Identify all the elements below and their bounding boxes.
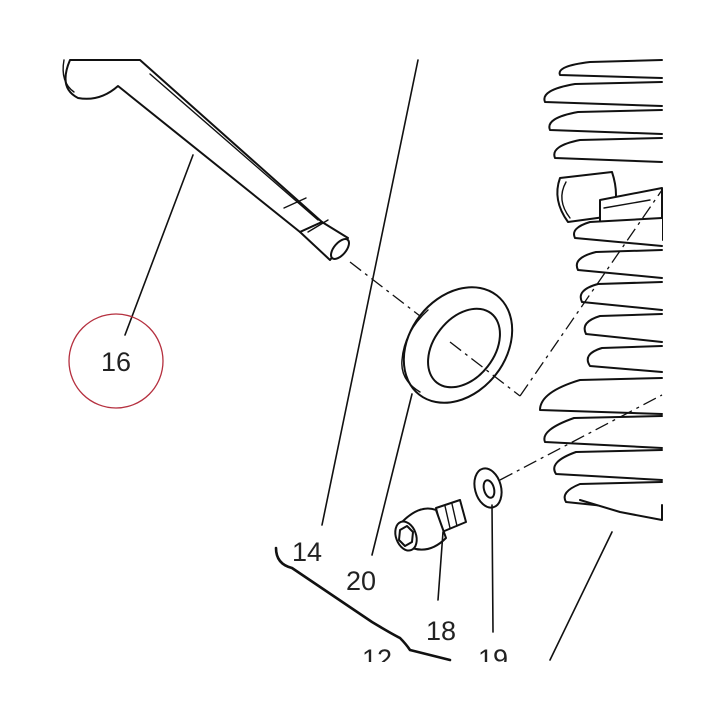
callout-16: 16 <box>101 347 131 377</box>
highlight-circle <box>68 313 164 409</box>
leader-lines <box>124 59 613 662</box>
bottom-crop <box>0 662 720 720</box>
socket-bolt-part <box>394 499 467 552</box>
shaft-part <box>62 59 350 261</box>
callout-20: 20 <box>346 566 376 596</box>
cylinder-body <box>539 59 663 521</box>
seal-ring-part <box>401 286 514 404</box>
assembly-axis-lines <box>349 189 663 481</box>
callout-18: 18 <box>426 616 456 646</box>
washer-part <box>473 467 503 509</box>
callout-14: 14 <box>292 537 322 567</box>
